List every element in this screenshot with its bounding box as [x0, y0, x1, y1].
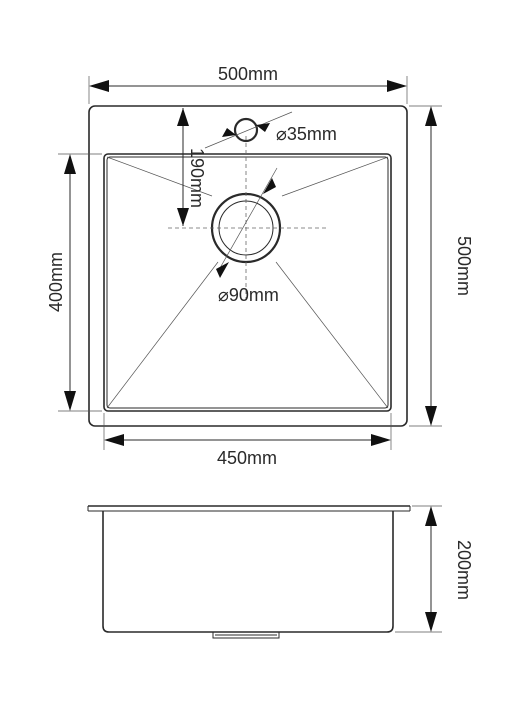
overall-depth-arrow-bottom: [425, 406, 437, 426]
sink-bowl: [103, 153, 392, 412]
overall-width-arrow-right: [387, 80, 407, 92]
sink-outer-rim: [88, 105, 408, 427]
side-depth-arrow-bottom: [425, 612, 437, 632]
overall-width-arrow-left: [89, 80, 109, 92]
overall-depth-arrow-top: [425, 106, 437, 126]
bowl-depth-arrow-top: [64, 154, 76, 174]
tap-hole-arrow-left: [222, 128, 236, 137]
drain-diameter-label: ⌀90mm: [218, 285, 279, 305]
overall-depth-label: 500mm: [454, 236, 474, 296]
sink-bowl-inner: [106, 156, 389, 409]
side-drain-outlet: [212, 631, 280, 639]
drain-diameter-arrow-bottom: [216, 262, 229, 278]
side-bowl-body: [102, 511, 394, 633]
bowl-depth-arrow-bottom: [64, 391, 76, 411]
slope-line-br: [275, 261, 389, 409]
overall-width-label: 500mm: [218, 64, 278, 84]
drain-offset-label: 190mm: [187, 148, 207, 208]
slope-line-tr: [281, 156, 389, 197]
slope-line-tl: [106, 156, 213, 197]
side-view: 200mm: [87, 505, 474, 639]
bowl-width-label: 450mm: [217, 448, 277, 468]
side-depth-label: 200mm: [454, 540, 474, 600]
side-depth-arrow-top: [425, 506, 437, 526]
drain-offset-arrow-top: [177, 108, 189, 126]
bowl-width-arrow-right: [371, 434, 391, 446]
tap-hole-arrow-right: [256, 123, 270, 132]
bowl-width-arrow-left: [104, 434, 124, 446]
drain-diameter-arrow-top: [263, 178, 276, 194]
drain-offset-arrow-bottom: [177, 208, 189, 226]
tap-hole: [233, 117, 259, 143]
tap-hole-label: ⌀35mm: [276, 124, 337, 144]
top-view: ⌀35mm ⌀90mm 190mm 500mm 500mm 400mm: [46, 64, 474, 468]
slope-line-bl: [106, 261, 219, 409]
bowl-depth-label: 400mm: [46, 252, 66, 312]
tap-hole-leader: [204, 111, 293, 149]
drain-diameter-leader: [219, 167, 278, 269]
